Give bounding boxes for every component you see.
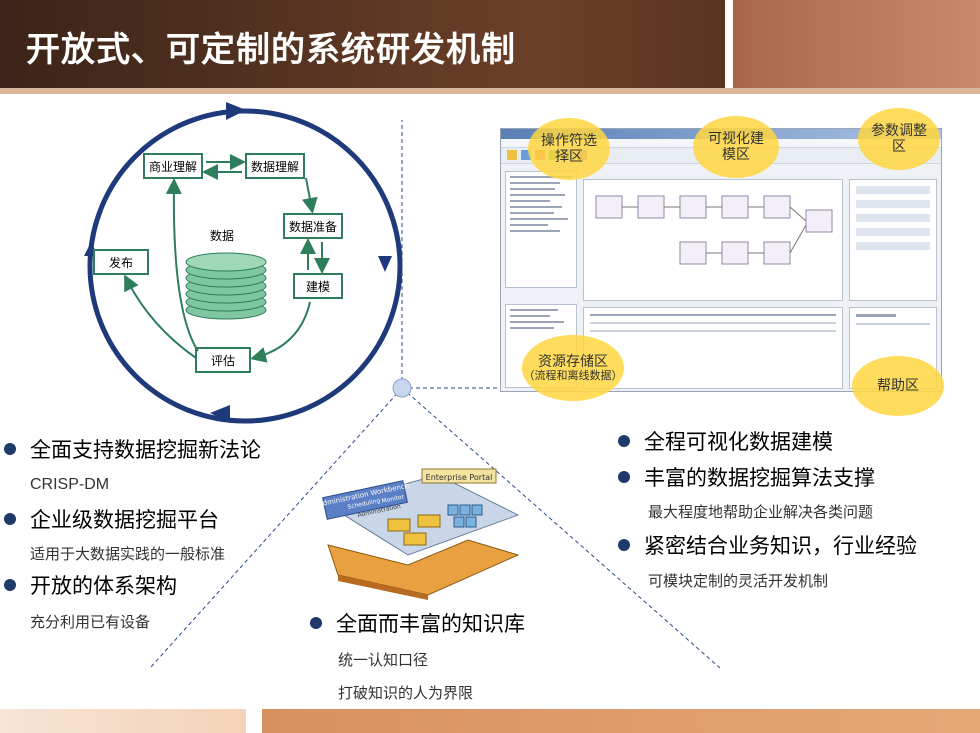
callout-param-area-text: 参数调整区 [871,122,927,155]
callout-operator-area: 操作符选择区 [528,118,610,180]
left-point-1: 全面支持数据挖掘新法论 [4,434,261,464]
left-point-1-sub: CRISP-DM [30,476,110,493]
box-data-preparation: 数据准备 [283,213,343,239]
box-business: 商业理解 [143,153,203,179]
cycle-ring [87,108,403,424]
bullet-dot [618,471,630,483]
footer-bar-right [262,709,980,733]
callout-operator-area-text: 操作符选择区 [541,132,597,165]
right-point-3-title: 紧密结合业务知识，行业经验 [644,534,917,558]
callout-resource-area-text: 资源存储区 [538,353,608,370]
bullet-dot [4,579,16,591]
bullet-dot [618,435,630,447]
center-point-title: 全面而丰富的知识库 [336,612,525,636]
left-point-2: 企业级数据挖掘平台 [4,504,219,534]
label-data: 数据 [210,228,234,243]
title-stripe [0,88,980,94]
right-point-3-sub: 可模块定制的灵活开发机制 [648,572,829,590]
label-deployment: 发布 [109,255,133,270]
data-cylinder-icon [185,252,267,320]
callout-visual-modeling-text: 可视化建模区 [708,130,764,163]
right-point-1: 全程可视化数据建模 [618,426,833,456]
junction-node [392,378,412,398]
portal-monitor-label: Monitor [381,493,405,505]
center-point: 全面而丰富的知识库 [310,608,525,638]
results-panel [583,307,843,389]
right-point-2-title: 丰富的数据挖掘算法支撑 [644,466,875,490]
callout-visual-modeling: 可视化建模区 [693,116,779,178]
title-bar [0,0,980,94]
bullet-dot [618,539,630,551]
callout-param-area: 参数调整区 [858,108,940,170]
operator-tree [505,171,577,288]
box-evaluation: 评估 [195,347,251,373]
process-canvas [583,179,843,301]
callout-help-area: 帮助区 [852,356,944,416]
label-evaluation: 评估 [211,354,235,368]
right-point-2-sub: 最大程度地帮助企业解决各类问题 [648,503,874,521]
label-data-preparation: 数据准备 [289,219,337,234]
bullet-dot [4,443,16,455]
enterprise-portal-illustration: Enterprise Portal Administration Workben… [318,468,520,600]
left-point-2-sub: 适用于大数据实践的一般标准 [30,545,226,563]
ring-arrow-top [226,102,246,120]
left-point-2-title: 企业级数据挖掘平台 [30,508,219,532]
callout-resource-note: （流程和离线数据） [523,368,623,382]
right-point-1-title: 全程可视化数据建模 [644,430,833,454]
label-modeling: 建模 [306,280,330,294]
callout-resource-area: 资源存储区 （流程和离线数据） [522,335,624,401]
callout-help-area-text: 帮助区 [877,377,919,394]
center-point-sub-1: 统一认知口径 [338,651,429,669]
left-point-3-title: 开放的体系架构 [30,574,177,598]
footer-bar-left [0,709,246,733]
label-business: 商业理解 [149,159,197,174]
box-data-understanding: 数据理解 [245,153,305,179]
bullet-dot [4,513,16,525]
center-point-sub-2: 打破知识的人为界限 [338,684,474,702]
bullet-dot [310,617,322,629]
portal-enterprise-label: Enterprise Portal [426,473,493,482]
box-deployment: 发布 [93,249,149,275]
left-point-1-title: 全面支持数据挖掘新法论 [30,438,261,462]
flow-arrows [124,154,330,363]
box-modeling: 建模 [293,273,343,299]
ring-arrow-right [378,256,392,272]
left-point-3-sub: 充分利用已有设备 [30,613,151,631]
left-point-3: 开放的体系架构 [4,570,177,600]
right-point-2: 丰富的数据挖掘算法支撑 [618,462,875,492]
crisp-dm-diagram: 商业理解 数据理解 数据准备 建模 评估 发布 数据 [84,102,403,424]
page-title: 开放式、可定制的系统研发机制 [26,30,516,70]
label-data-understanding: 数据理解 [251,159,299,174]
right-point-3: 紧密结合业务知识，行业经验 [618,530,917,560]
ring-arrow-bottom [210,405,230,423]
parameters-panel [849,179,937,301]
